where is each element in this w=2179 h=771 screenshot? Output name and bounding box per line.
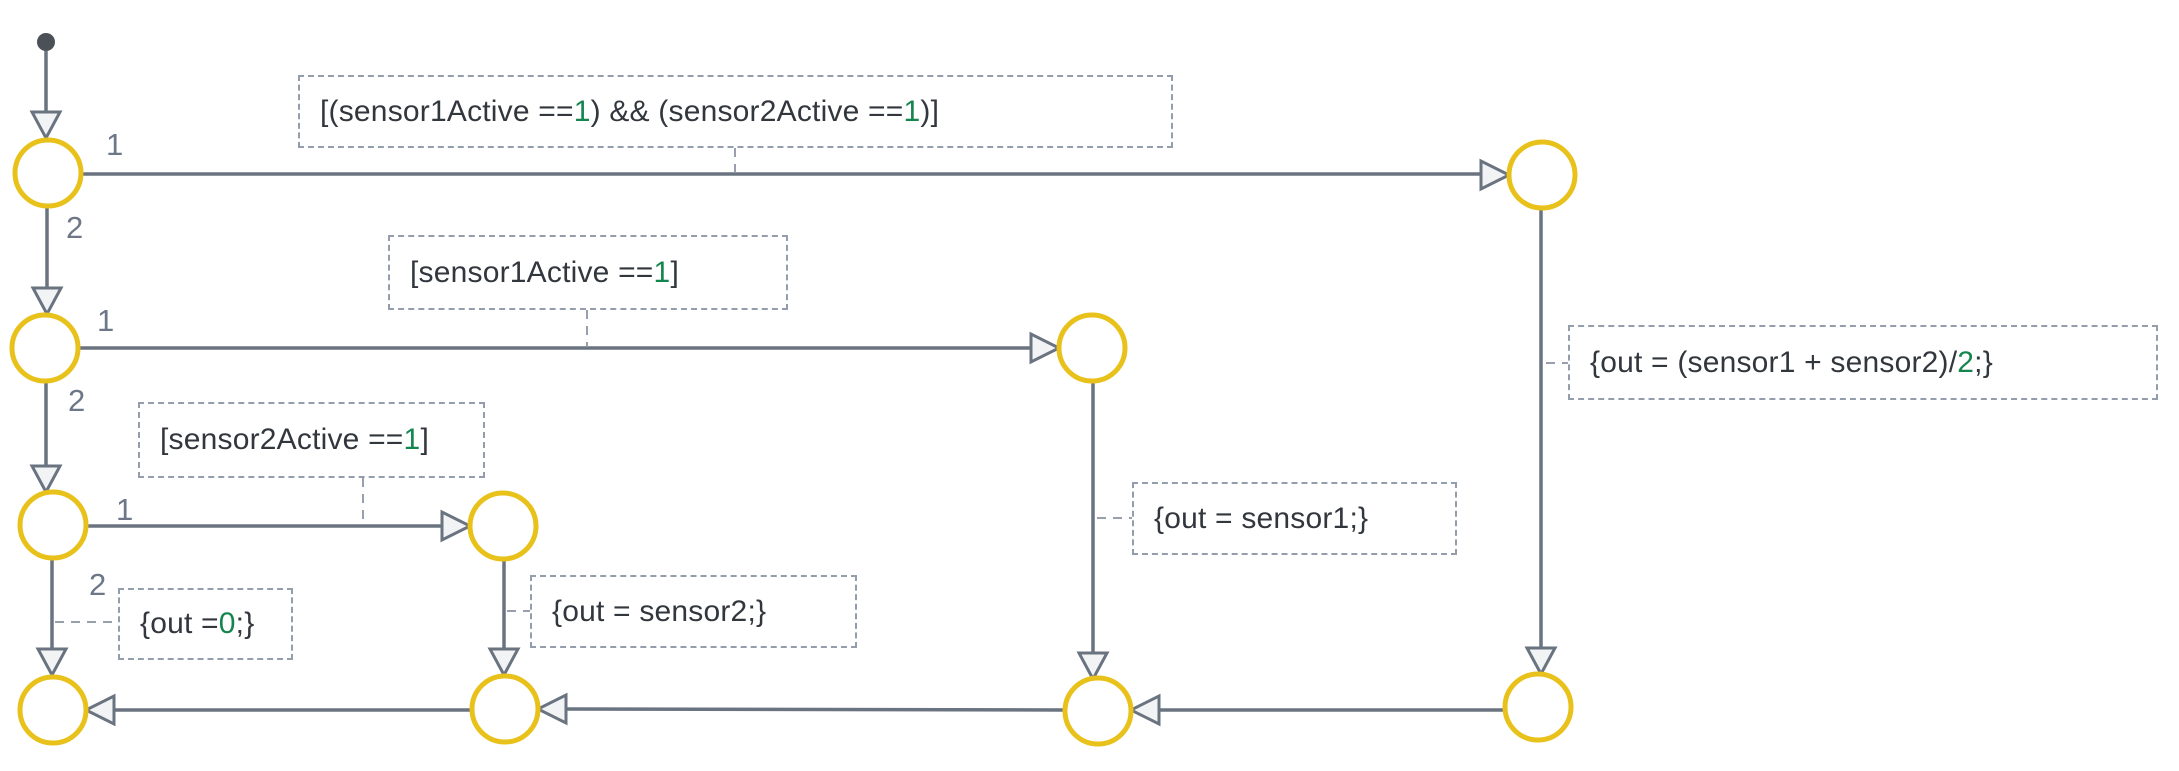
action-label-average[interactable]: {out = (sensor1 + sensor2)/2;}	[1568, 325, 2158, 400]
transition-order-label: 1	[106, 127, 124, 162]
junction-row2-left[interactable]	[9, 312, 81, 384]
junction-top-right[interactable]	[1506, 139, 1578, 211]
action-label-zero[interactable]: {out = 0;}	[118, 588, 293, 660]
label-text: [sensor1Active ==	[410, 255, 654, 289]
arrowhead-down-icon[interactable]	[35, 647, 69, 679]
number-literal: 2	[1957, 345, 1975, 379]
label-text: [(sensor1Active ==	[320, 94, 574, 128]
label-text: {out =	[140, 607, 219, 640]
label-text: ;}	[235, 607, 255, 640]
junction-bottom-mid[interactable]	[469, 673, 541, 745]
transition-bottom3-to-bottommid-line[interactable]	[563, 707, 1066, 712]
arrowhead-left-icon[interactable]	[1127, 693, 1161, 727]
action-label-sensor2[interactable]: {out = sensor2;}	[530, 575, 857, 648]
number-literal: 0	[218, 607, 236, 640]
label-text: {out = (sensor1 + sensor2)/	[1590, 345, 1958, 379]
label-text: {out = sensor1;}	[1154, 501, 1369, 535]
arrowhead-left-icon[interactable]	[534, 692, 568, 726]
label-text: {out = sensor2;}	[552, 594, 767, 628]
number-literal: 1	[573, 94, 591, 128]
junction-bottom-center-right[interactable]	[1062, 675, 1134, 747]
arrowhead-right-icon[interactable]	[1029, 331, 1063, 365]
junction-row3-right[interactable]	[467, 490, 539, 562]
transition-order-label: 2	[68, 383, 86, 418]
label-text: ]	[670, 255, 679, 289]
number-literal: 1	[403, 423, 421, 456]
label-text: [sensor2Active ==	[160, 423, 404, 456]
arrowhead-left-icon[interactable]	[82, 693, 116, 727]
arrowhead-right-icon[interactable]	[440, 509, 474, 543]
transition-order-label: 2	[66, 210, 84, 245]
condition-label-sensor2[interactable]: [sensor2Active == 1]	[138, 402, 485, 478]
arrowhead-down-icon[interactable]	[29, 464, 63, 496]
label-text: ;}	[1974, 345, 1993, 379]
condition-label-both-sensors[interactable]: [(sensor1Active == 1) && (sensor2Active …	[298, 75, 1173, 148]
junction-top-left[interactable]	[12, 137, 84, 209]
arrowhead-down-icon[interactable]	[487, 647, 521, 679]
condition-label-sensor1[interactable]: [sensor1Active == 1]	[388, 235, 788, 310]
arrowhead-down-icon[interactable]	[29, 110, 63, 142]
transition-order-label: 1	[116, 492, 134, 527]
arrowhead-down-icon[interactable]	[30, 286, 64, 318]
label-text: ]	[420, 423, 429, 456]
number-literal: 1	[653, 255, 671, 289]
label-text: )]	[920, 94, 940, 128]
arrowhead-down-icon[interactable]	[1076, 651, 1110, 683]
transition-order-label: 1	[97, 303, 115, 338]
default-transition-origin-dot[interactable]	[37, 33, 55, 51]
arrowhead-right-icon[interactable]	[1479, 158, 1513, 192]
arrowhead-down-icon[interactable]	[1524, 646, 1558, 678]
junction-bottom-left[interactable]	[17, 674, 89, 746]
label-text: ) && (sensor2Active ==	[590, 94, 904, 128]
junction-row2-right[interactable]	[1056, 312, 1128, 384]
action-label-sensor1[interactable]: {out = sensor1;}	[1132, 482, 1457, 555]
number-literal: 1	[903, 94, 921, 128]
transition-order-label: 2	[89, 567, 107, 602]
junction-bottom-right[interactable]	[1502, 671, 1574, 743]
junction-row3-left[interactable]	[17, 489, 89, 561]
